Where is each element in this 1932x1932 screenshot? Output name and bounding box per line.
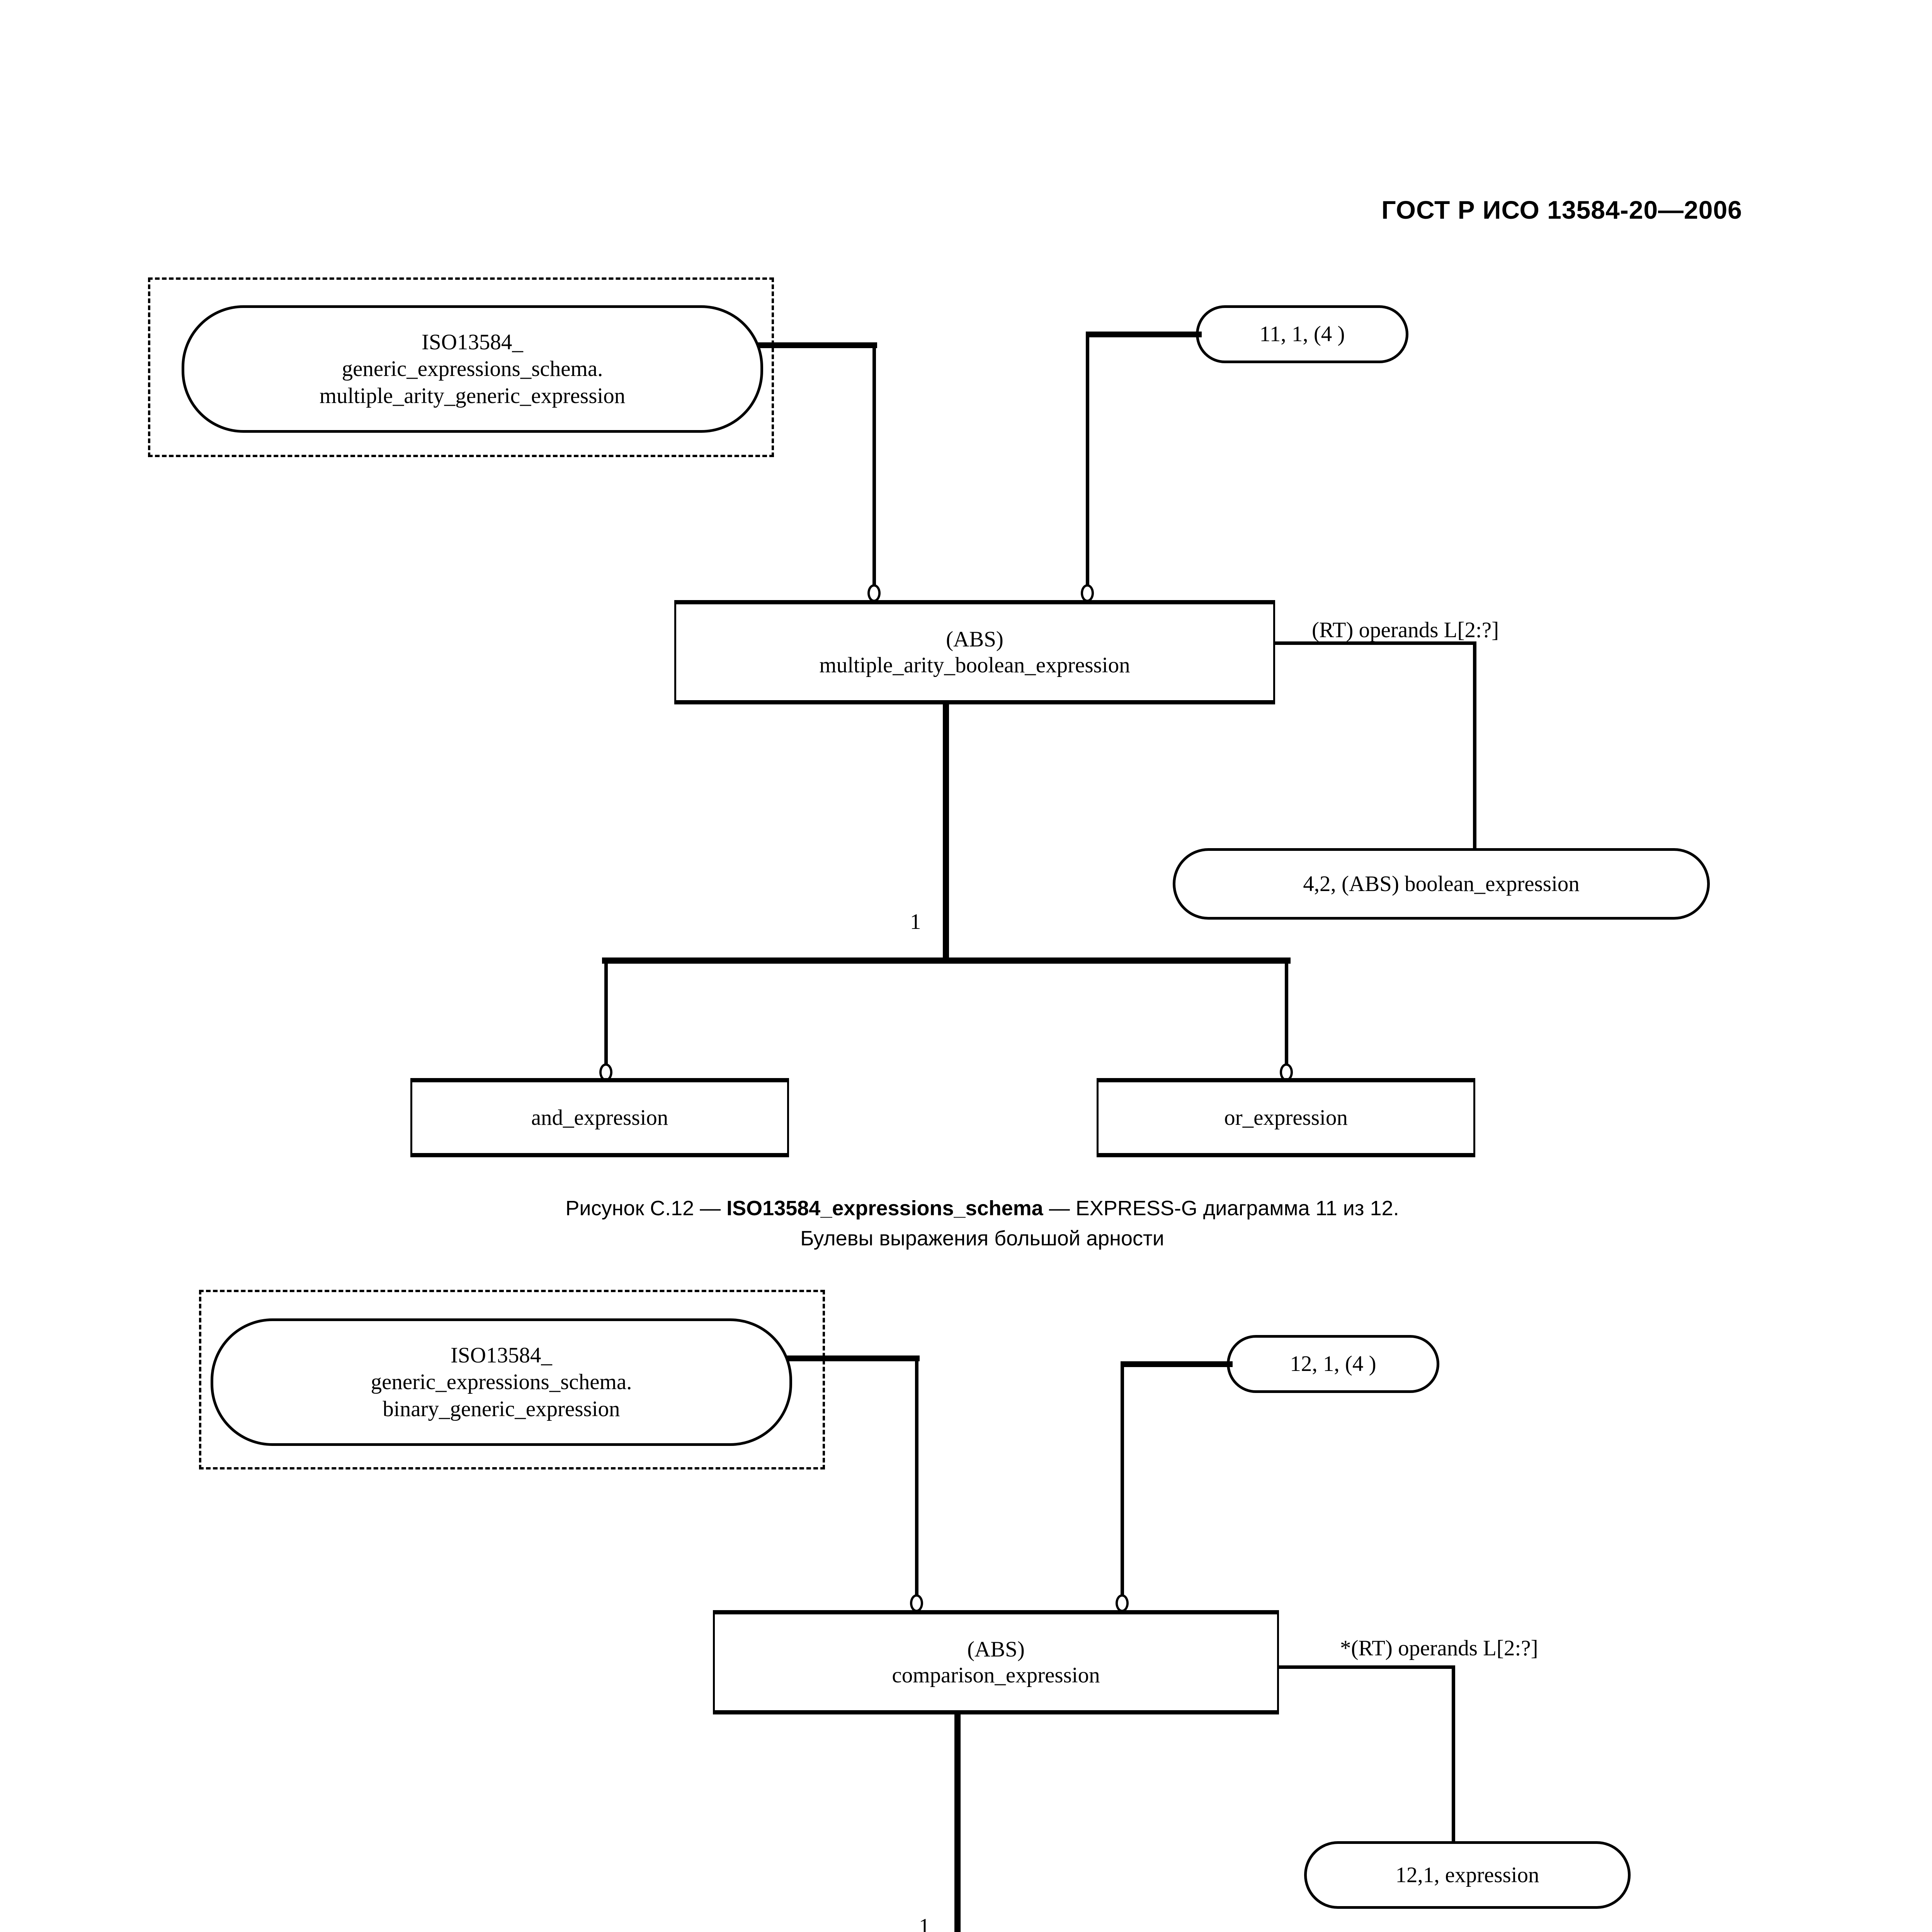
c13-connector-pageref-endpoint-circle (1116, 1594, 1129, 1612)
c13-page-ref-capsule: 12, 1, (4 ) (1227, 1335, 1439, 1393)
c13-root-entity-line2: comparison_expression (892, 1663, 1100, 1687)
c13-attr-horizontal-1 (1279, 1665, 1455, 1669)
c12-subtype-box-or-expression: or_expression (1097, 1078, 1475, 1157)
c13-subtype-marker: 1 (919, 1914, 930, 1932)
c12-page-ref-text: 11, 1, (4 ) (1259, 322, 1345, 347)
c12-connector-pageref-vertical (1086, 332, 1089, 593)
c12-schema-ref-dashed-box (148, 277, 774, 457)
c13-schema-ref-dashed-box (199, 1290, 825, 1469)
c12-subtype-label-2: or_expression (1224, 1105, 1348, 1130)
c13-page-ref-text: 12, 1, (4 ) (1290, 1352, 1376, 1376)
c12-connector-schema-horizontal (757, 342, 877, 348)
c13-schema-ref-line1: ISO13584_ (451, 1343, 552, 1367)
c12-subtype-label-1: and_expression (531, 1105, 668, 1130)
c12-subtype-drop-1 (604, 961, 608, 1071)
c13-connector-pageref-vertical (1121, 1361, 1124, 1603)
document-header-text: ГОСТ Р ИСО 13584-20—2006 (1381, 196, 1742, 224)
c12-caption-prefix: Рисунок С.12 — (565, 1197, 727, 1220)
c12-connector-schema-vertical (872, 342, 876, 593)
c12-schema-ref-capsule: ISO13584_ generic_expressions_schema. mu… (182, 305, 763, 433)
c12-caption-suffix: — EXPRESS-G диаграмма 11 из 12. (1043, 1197, 1399, 1220)
c13-connector-schema-vertical (915, 1355, 918, 1603)
c13-root-entity-box: (ABS) comparison_expression (713, 1610, 1279, 1714)
c12-attr-target-text: 4,2, (ABS) boolean_expression (1303, 871, 1580, 896)
c12-subtype-bus (602, 957, 1291, 964)
c12-schema-ref-line2: generic_expressions_schema. (342, 357, 603, 381)
c12-connector-schema-endpoint-circle (867, 584, 881, 602)
c12-root-entity-line2: multiple_arity_boolean_expression (819, 653, 1130, 677)
c12-schema-ref-line1: ISO13584_ (422, 330, 523, 354)
c12-attr-horizontal-1 (1275, 641, 1476, 645)
c13-schema-ref-line2: generic_expressions_schema. (371, 1370, 632, 1395)
c13-attr-target-capsule: 12,1, expression (1304, 1841, 1631, 1909)
c12-root-entity-line1: (ABS) (946, 627, 1003, 651)
c12-attr-vertical (1473, 641, 1476, 864)
c12-attr-target-capsule: 4,2, (ABS) boolean_expression (1173, 848, 1710, 920)
c12-caption: Рисунок С.12 — ISO13584_expressions_sche… (0, 1193, 1932, 1254)
c13-attr-target-text: 12,1, expression (1395, 1862, 1539, 1887)
c13-schema-ref-line3: binary_generic_expression (383, 1396, 620, 1421)
c13-connector-pageref-horizontal (1121, 1361, 1233, 1367)
c13-connector-schema-horizontal (786, 1355, 920, 1361)
c12-subtype-stem (943, 702, 949, 960)
c12-subtype-box-and-expression: and_expression (410, 1078, 789, 1157)
c12-root-entity-box: (ABS) multiple_arity_boolean_expression (674, 600, 1275, 704)
c13-schema-ref-capsule: ISO13584_ generic_expressions_schema. bi… (211, 1318, 792, 1446)
document-header: ГОСТ Р ИСО 13584-20—2006 (0, 195, 1932, 224)
c13-attribute-label: *(RT) operands L[2:?] (1340, 1636, 1538, 1660)
c13-attr-vertical (1452, 1665, 1455, 1845)
c12-caption-line2: Булевы выражения большой арности (800, 1227, 1164, 1250)
c12-schema-ref-line3: multiple_arity_generic_expression (319, 383, 626, 408)
c12-subtype-marker: 1 (910, 910, 921, 934)
c12-caption-schema-name: ISO13584_expressions_schema (726, 1197, 1043, 1220)
c12-connector-pageref-horizontal (1086, 332, 1202, 337)
c12-connector-pageref-endpoint-circle (1081, 584, 1094, 602)
c13-root-entity-line1: (ABS) (967, 1637, 1025, 1662)
c12-page-ref-capsule: 11, 1, (4 ) (1196, 305, 1408, 363)
c12-subtype-drop-2 (1285, 961, 1288, 1071)
c13-connector-schema-endpoint-circle (910, 1594, 923, 1612)
c13-subtype-stem (954, 1713, 961, 1932)
c12-attribute-label: (RT) operands L[2:?] (1312, 618, 1499, 642)
